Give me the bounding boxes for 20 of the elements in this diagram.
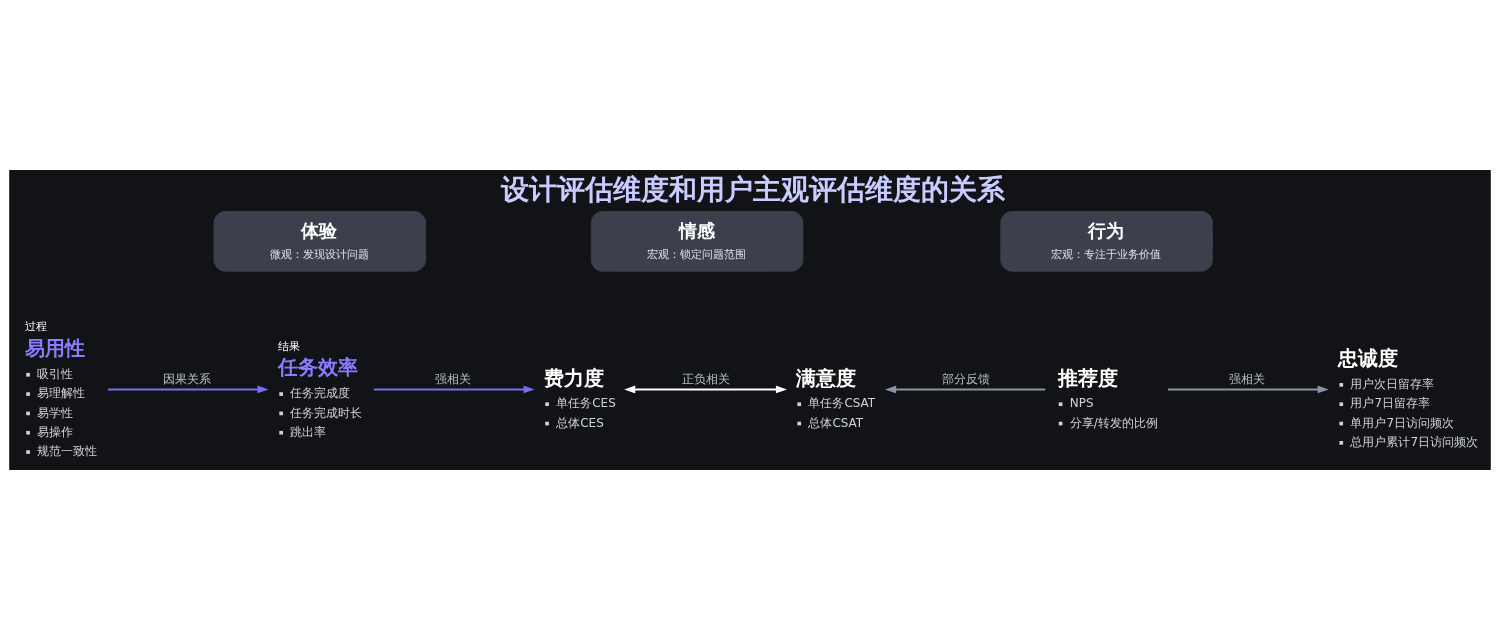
node-box: 情感 宏观：锁定问题范围 [590, 210, 804, 272]
node-text: 满意度 单任务CSAT 总体CSAT [796, 365, 876, 430]
arrow [624, 385, 787, 393]
node-text: 结果 任务效率 任务完成度 任务完成时长 跳出率 [278, 339, 363, 439]
diagram-title: 设计评估维度和用户主观评估维度的关系 [501, 172, 1006, 206]
edge-label: 强相关 [1228, 371, 1265, 386]
edge-label: 因果关系 [162, 371, 211, 386]
arrow [1167, 385, 1329, 393]
node-text: 过程 易用性 吸引性 易理解性 易学性 易操作 规范一致性 [25, 319, 98, 458]
edge-label: 部分反馈 [942, 371, 991, 386]
edge-label: 正负相关 [681, 371, 730, 386]
node-text: 费力度 单任务CES 总体CES [544, 365, 616, 430]
arrow [106, 385, 269, 393]
node-text: 推荐度 NPS 分享/转发的比例 [1057, 365, 1158, 430]
edge-label: 强相关 [434, 371, 471, 386]
node-box: 体验 微观：发现设计问题 [213, 210, 427, 272]
node-box: 行为 宏观：专注于业务价值 [1000, 210, 1213, 272]
arrow [885, 385, 1047, 393]
node-text: 忠诚度 用户次日留存率 用户7日留存率 单用户7日访问频次 总用户累计7日访问频次 [1338, 345, 1479, 449]
arrow [372, 385, 535, 393]
